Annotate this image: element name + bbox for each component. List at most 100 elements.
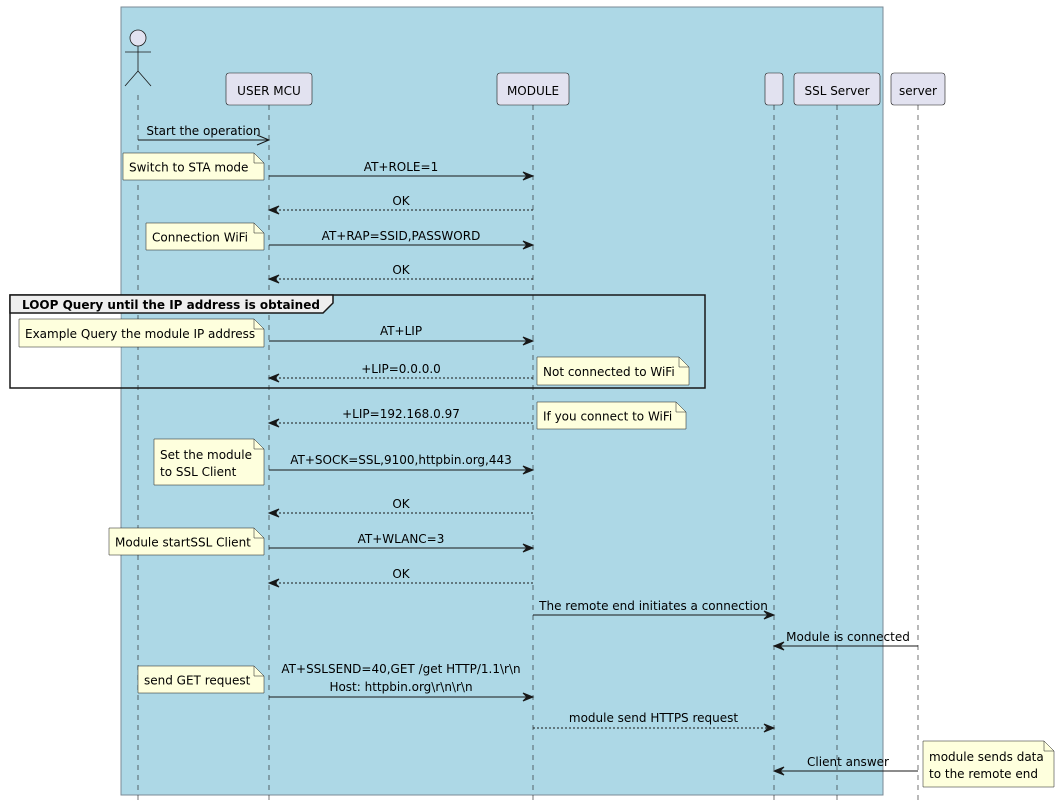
participant-label: SSL Server (804, 84, 869, 98)
message-label: +LIP=192.168.0.97 (342, 407, 460, 421)
arrowhead (522, 336, 535, 346)
note-box (922, 740, 1055, 788)
message-label: Start the operation (146, 124, 260, 138)
message-label: AT+WLANC=3 (358, 532, 445, 546)
participant-ssl[interactable]: SSL Server (793, 72, 881, 106)
note-11: Module startSSL Client (108, 527, 265, 556)
message-label: OK (392, 567, 410, 581)
message-5: OK (267, 263, 533, 284)
note-box (153, 438, 265, 486)
note-15: send GET request (137, 665, 265, 694)
message-label: AT+SOCK=SSL,9100,httpbin.org,443 (290, 453, 512, 467)
note-box (18, 318, 265, 348)
note-text: Connection WiFi (152, 231, 248, 245)
message-label: Module is connected (786, 630, 910, 644)
note-text: Not connected to WiFi (543, 365, 675, 379)
note-box (145, 222, 265, 251)
message-13: The remote end initiates a connection (533, 599, 776, 620)
participant-label: MODULE (507, 84, 559, 98)
arrowhead (522, 465, 535, 475)
message-1: Start the operation (138, 124, 271, 146)
note-text: to the remote end (929, 767, 1038, 781)
message-label: AT+SSLSEND=40,GET /get HTTP/1.1\r\n (281, 662, 520, 676)
message-15: AT+SSLSEND=40,GET /get HTTP/1.1\r\nHost:… (269, 662, 535, 702)
arrowhead (522, 171, 535, 181)
note-text: module sends data (929, 750, 1044, 764)
note-text: Example Query the module IP address (25, 327, 255, 341)
message-label: OK (392, 263, 410, 277)
message-12: OK (267, 567, 533, 588)
note-fold (675, 402, 686, 413)
arrowhead (522, 692, 535, 702)
participant-mcu[interactable]: USER MCU (225, 72, 313, 106)
note-6: Example Query the module IP address (18, 318, 265, 348)
message-label: OK (392, 194, 410, 208)
note-fold (253, 153, 264, 164)
note-box (122, 152, 265, 181)
participants: USER MCU MODULE SSL Server server (124, 29, 946, 106)
participant-server[interactable]: server (890, 72, 946, 106)
actor-icon[interactable] (124, 29, 152, 87)
arrowhead (267, 274, 280, 284)
note-box (108, 527, 265, 556)
message-label: module send HTTPS request (569, 711, 739, 725)
arrowhead (763, 610, 776, 620)
message-label: AT+LIP (380, 324, 422, 338)
note-17: module sends data to the remote end (922, 740, 1055, 788)
message-label: The remote end initiates a connection (538, 599, 768, 613)
message-label: Host: httpbin.org\r\n\r\n (329, 680, 472, 694)
message-6: AT+LIP (269, 324, 535, 346)
note-text: Module startSSL Client (115, 536, 251, 550)
note-box (137, 665, 265, 694)
message-label: Client answer (807, 755, 889, 769)
participant-group-box (120, 6, 884, 796)
note-text: If you connect to WiFi (543, 410, 672, 424)
message-16: module send HTTPS request (533, 711, 776, 733)
message-11: AT+WLANC=3 (269, 532, 535, 553)
arrowhead (267, 508, 280, 518)
participant-label: USER MCU (237, 84, 301, 98)
note-box (536, 401, 687, 430)
arrowhead (772, 641, 785, 651)
note-4: Connection WiFi (145, 222, 265, 251)
note-fold (1043, 741, 1054, 752)
note-9: Set the module to SSL Client (153, 438, 265, 486)
note-8: If you connect to WiFi (536, 401, 687, 430)
message-17: Client answer (772, 755, 918, 776)
message-14: Module is connected (772, 630, 918, 651)
participant-blank[interactable] (764, 72, 784, 106)
arrowhead (267, 418, 280, 428)
note-fold (253, 528, 264, 539)
message-8: +LIP=192.168.0.97 (267, 407, 533, 428)
participant-module[interactable]: MODULE (496, 72, 570, 106)
message-label: AT+ROLE=1 (364, 160, 438, 174)
arrowhead (267, 578, 280, 588)
participant-label: server (899, 84, 937, 98)
arrowhead (256, 134, 271, 146)
loop-frame-border (9, 294, 706, 389)
note-text: Switch to STA mode (129, 161, 248, 175)
message-4: AT+RAP=SSID,PASSWORD (269, 229, 535, 250)
message-label: AT+RAP=SSID,PASSWORD (322, 229, 481, 243)
note-7: Not connected to WiFi (536, 356, 690, 386)
message-label: OK (392, 497, 410, 511)
message-10: OK (267, 497, 533, 518)
message-7: +LIP=0.0.0.0 (267, 362, 533, 383)
note-fold (253, 439, 264, 450)
note-text: Set the module (160, 448, 252, 462)
message-9: AT+SOCK=SSL,9100,httpbin.org,443 (269, 453, 535, 475)
message-2: AT+ROLE=1 (269, 160, 535, 181)
arrowhead (267, 205, 280, 215)
message-3: OK (267, 194, 533, 215)
note-text: to SSL Client (160, 465, 237, 479)
arrowhead (522, 240, 535, 250)
message-label: +LIP=0.0.0.0 (361, 362, 441, 376)
note-text: send GET request (144, 674, 251, 688)
note-box (536, 356, 690, 386)
note-fold (253, 319, 264, 330)
note-fold (678, 357, 689, 368)
arrowhead (772, 766, 785, 776)
